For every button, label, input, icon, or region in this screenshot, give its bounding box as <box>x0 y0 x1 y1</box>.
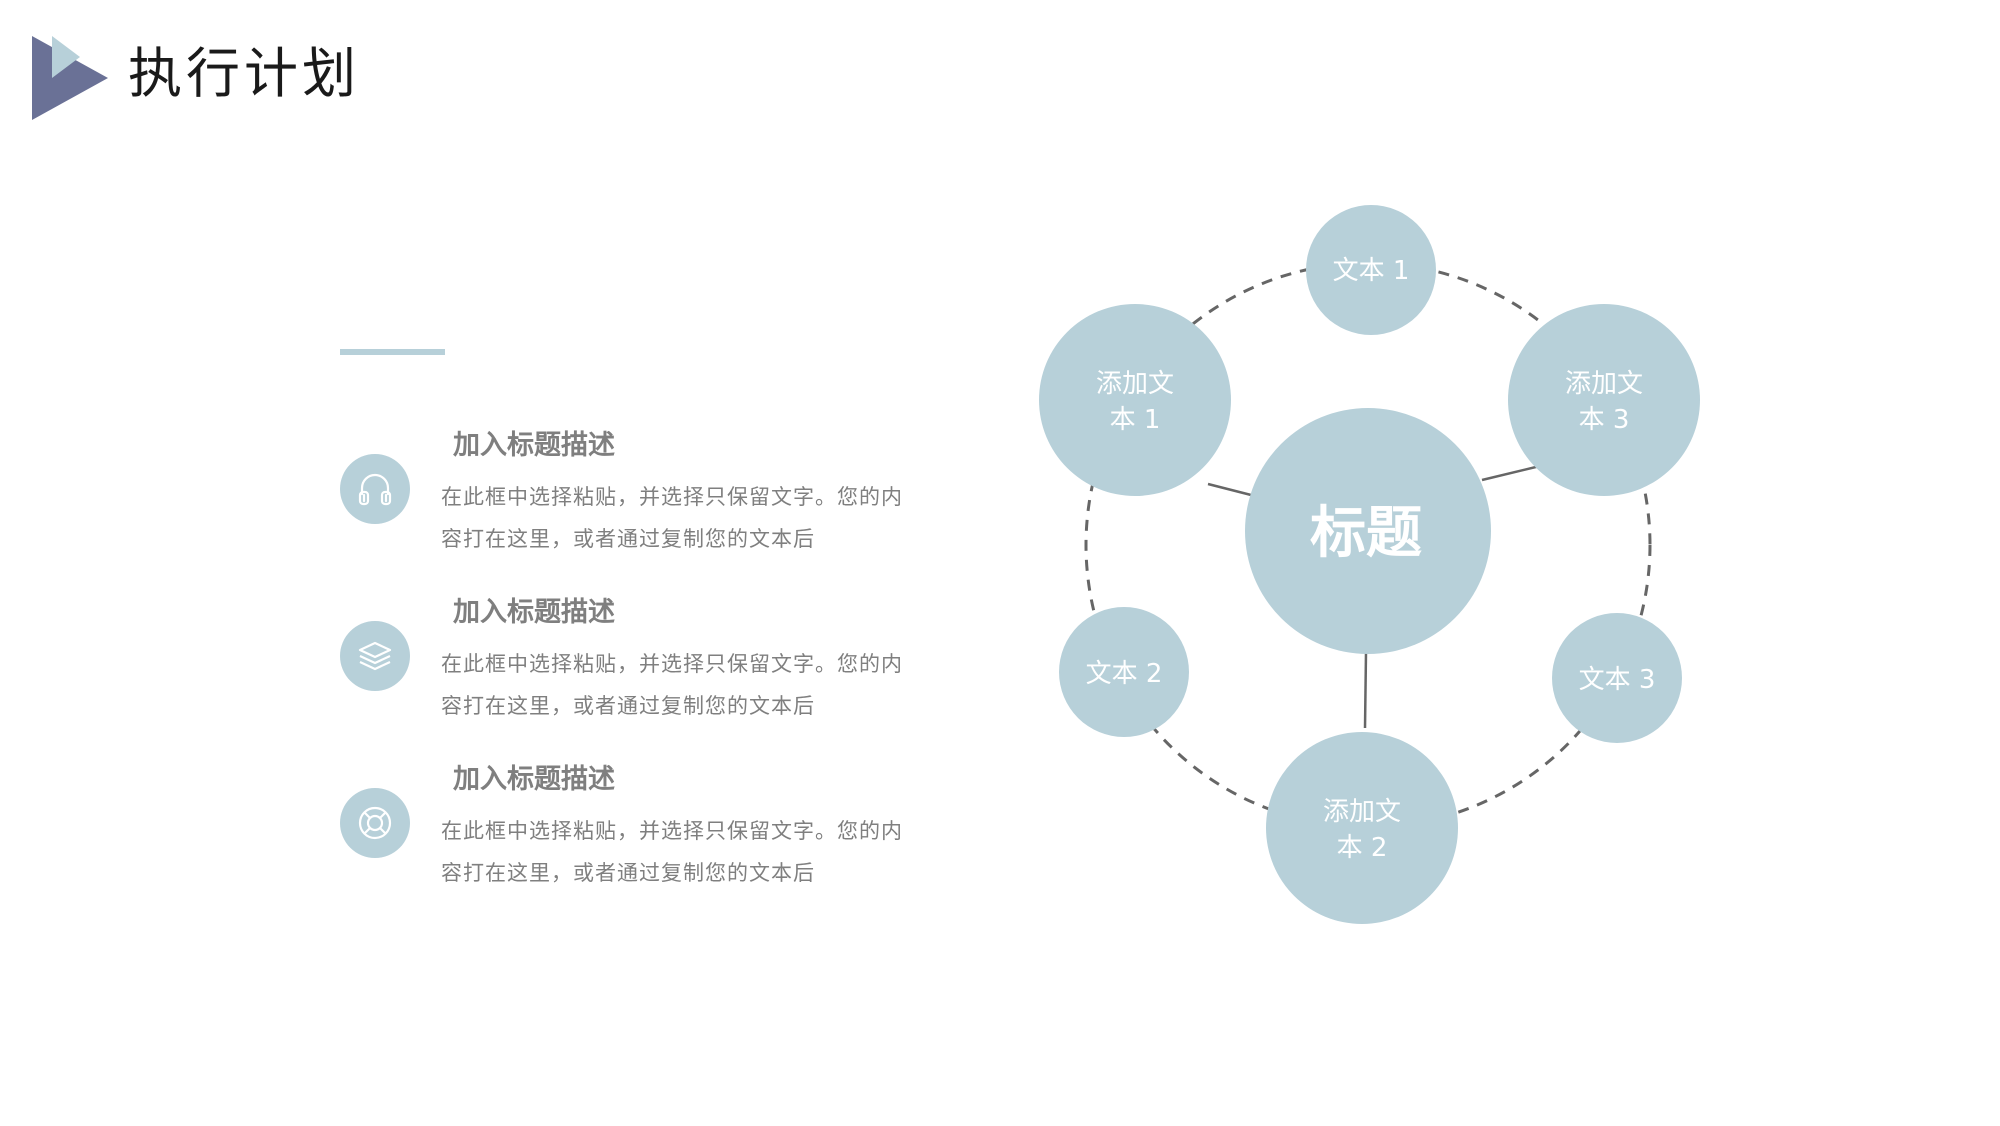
node-upper-right-label: 本 3 <box>1579 405 1630 435</box>
accent-divider <box>340 349 445 355</box>
feature-title: 加入标题描述 <box>453 597 615 628</box>
headphones-icon <box>358 473 392 506</box>
feature-icon-badge <box>340 454 410 524</box>
feature-item: 加入标题描述 在此框中选择粘贴，并选择只保留文字。您的内 容打在这里，或者通过复… <box>340 758 980 928</box>
feature-description-line: 容打在这里，或者通过复制您的文本后 <box>441 527 815 551</box>
connector-line <box>1207 482 1256 498</box>
feature-title: 加入标题描述 <box>453 764 615 795</box>
feature-description-line: 容打在这里，或者通过复制您的文本后 <box>441 861 815 885</box>
center-node <box>1245 408 1491 654</box>
node-bottom-label: 添加文 <box>1323 797 1401 827</box>
center-node-label: 标题 <box>1310 501 1422 566</box>
feature-description-line: 在此框中选择粘贴，并选择只保留文字。您的内 <box>441 652 903 676</box>
lifebuoy-icon <box>358 806 392 840</box>
feature-description-line: 在此框中选择粘贴，并选择只保留文字。您的内 <box>441 819 903 843</box>
node-lower-left-label: 文本 2 <box>1086 659 1163 689</box>
node-lower-right-label: 文本 3 <box>1579 665 1656 695</box>
node-upper-right-label: 添加文 <box>1565 369 1643 399</box>
feature-title: 加入标题描述 <box>453 430 615 461</box>
node-lower-left <box>1059 607 1189 737</box>
feature-description: 在此框中选择粘贴，并选择只保留文字。您的内 容打在这里，或者通过复制您的文本后 <box>441 643 961 727</box>
connector-line <box>1481 464 1541 482</box>
node-top <box>1306 205 1436 335</box>
feature-description-line: 容打在这里，或者通过复制您的文本后 <box>441 694 815 718</box>
node-upper-left <box>1039 304 1231 496</box>
feature-description-line: 在此框中选择粘贴，并选择只保留文字。您的内 <box>441 485 903 509</box>
connector-line <box>1363 651 1368 729</box>
node-upper-left-label: 添加文 <box>1096 369 1174 399</box>
feature-description: 在此框中选择粘贴，并选择只保留文字。您的内 容打在这里，或者通过复制您的文本后 <box>441 810 961 894</box>
layers-icon <box>358 641 392 671</box>
node-top-label: 文本 1 <box>1333 256 1410 286</box>
node-bottom <box>1266 732 1458 924</box>
play-triangle-logo <box>32 36 108 120</box>
node-upper-left-label: 本 1 <box>1110 405 1161 435</box>
feature-item: 加入标题描述 在此框中选择粘贴，并选择只保留文字。您的内 容打在这里，或者通过复… <box>340 591 980 761</box>
node-upper-right <box>1508 304 1700 496</box>
node-lower-right <box>1552 613 1682 743</box>
node-bottom-label: 本 2 <box>1337 833 1388 863</box>
feature-icon-badge <box>340 621 410 691</box>
feature-description: 在此框中选择粘贴，并选择只保留文字。您的内 容打在这里，或者通过复制您的文本后 <box>441 476 961 560</box>
page-title: 执行计划 <box>128 42 360 105</box>
feature-item: 加入标题描述 在此框中选择粘贴，并选择只保留文字。您的内 容打在这里，或者通过复… <box>340 424 980 594</box>
feature-icon-badge <box>340 788 410 858</box>
